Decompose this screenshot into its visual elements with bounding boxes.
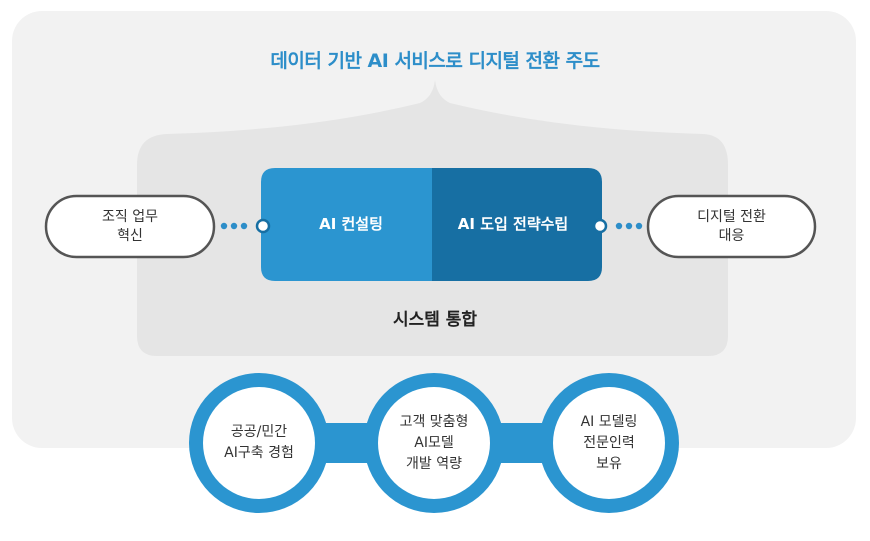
ai-strategy-label: AI 도입 전략수립 [457,214,569,233]
right-pill-label: 디지털 전환 대응 [697,208,766,244]
diagram-title: 데이터 기반 AI 서비스로 디지털 전환 주도 [270,49,600,72]
left-pill-label: 조직 업무 혁신 [102,208,158,244]
left-pill-shape [44,194,216,259]
circle-experts-label: AI 모델링 전문인력 보유 [580,413,638,472]
right-connector-node [592,218,608,234]
circle-experience-shape [203,387,315,499]
circle-development-label: 고객 맞춤형 AI모델 개발 역량 [399,413,469,472]
circle-experience-label: 공공/민간 AI구축 경험 [224,424,294,461]
system-integration-label: 시스템 통합 [392,309,478,330]
ai-strategy-box [432,168,602,281]
left-connector-node [255,218,271,234]
ai-consulting-box [261,168,432,281]
ai-consulting-label: AI 컨설팅 [319,214,383,233]
right-pill-shape [646,194,817,259]
circle-experts-shape [553,387,665,499]
circle-development-shape [378,387,490,499]
left-connector [220,222,248,230]
right-connector [615,222,643,230]
